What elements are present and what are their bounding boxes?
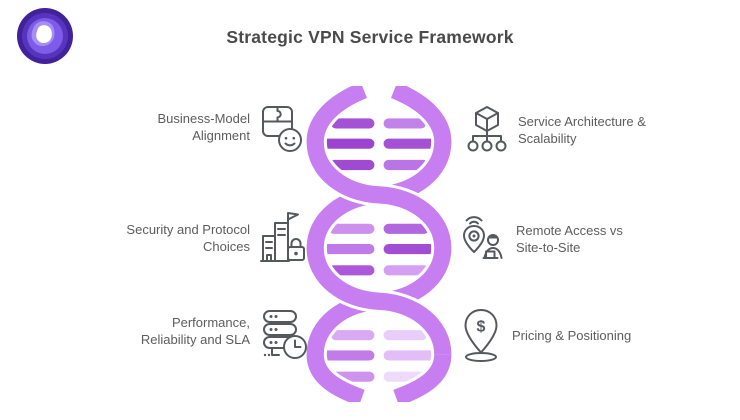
item-label: Pricing & Positioning <box>512 327 632 343</box>
framework-item-security-protocol: Security and Protocol Choices <box>92 210 306 266</box>
helix-strand-a <box>306 86 452 402</box>
framework-item-business-model: Business-Model Alignment <box>100 100 304 154</box>
item-label: Performance, Reliability and SLA <box>140 315 250 347</box>
pin-person-icon <box>463 216 503 259</box>
dollar-pin-icon: $ <box>464 309 498 362</box>
vpn-brand-logo-icon <box>17 8 73 64</box>
cube-network-icon <box>467 106 507 152</box>
dna-helix-graphic <box>303 86 455 402</box>
servers-clock-icon <box>263 310 307 359</box>
item-label: Service Architecture & Scalability <box>518 114 646 146</box>
page-title: Strategic VPN Service Framework <box>226 27 514 47</box>
item-label: Remote Access vs Site-to-Site <box>516 223 623 255</box>
dollar-glyph: $ <box>477 319 486 336</box>
helix-strand-b-over <box>306 247 452 356</box>
puzzle-smiley-icon <box>262 106 302 152</box>
item-label: Security and Protocol Choices <box>126 222 250 254</box>
framework-item-pricing: $ Pricing & Positioning <box>458 306 672 364</box>
item-label: Business-Model Alignment <box>157 111 251 143</box>
framework-item-remote-access: Remote Access vs Site-to-Site <box>458 212 666 266</box>
framework-item-service-architecture: Service Architecture & Scalability <box>464 104 678 156</box>
buildings-lock-icon <box>260 212 305 262</box>
framework-item-performance-sla: Performance, Reliability and SLA <box>92 302 308 360</box>
